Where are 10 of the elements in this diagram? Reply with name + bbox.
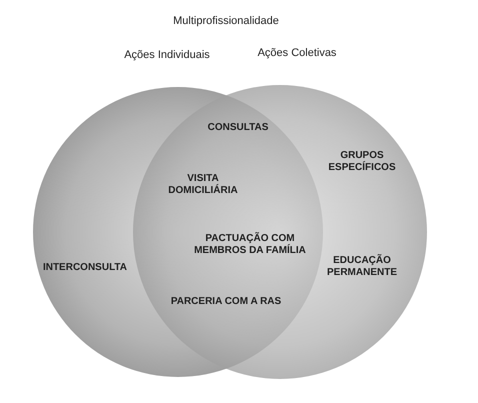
region-label: GRUPOS ESPECÍFICOS [327,150,397,174]
region-label: PARCERIA COM A RAS [170,296,282,308]
circle-heading: Ações Individuais [124,49,210,61]
diagram-title: Multiprofissionalidade [173,15,279,27]
region-label: VISITA DOMICILIÁRIA [167,173,239,197]
region-label: CONSULTAS [206,122,270,134]
circle-heading: Ações Coletivas [258,47,336,59]
region-label: INTERCONSULTA [42,262,128,274]
region-label: EDUCAÇÃO PERMANENTE [326,255,398,279]
region-label: PACTUAÇÃO COM MEMBROS DA FAMÍLIA [193,233,307,257]
